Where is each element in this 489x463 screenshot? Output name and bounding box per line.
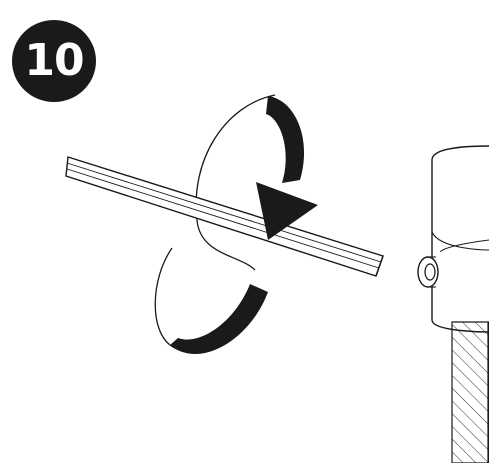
step-badge: 10 xyxy=(12,20,96,102)
bracket-fitting-icon xyxy=(431,145,489,463)
rotation-arrow-front xyxy=(169,96,318,355)
step-number: 10 xyxy=(24,35,84,86)
rod-icon xyxy=(65,156,384,277)
set-screw-icon xyxy=(417,256,439,288)
